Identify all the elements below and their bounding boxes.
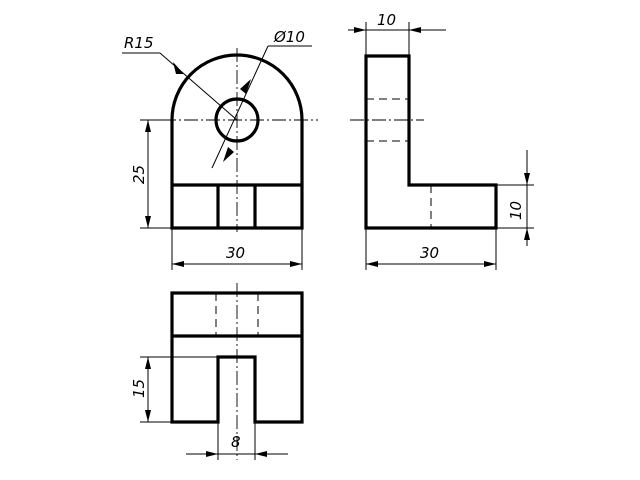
side-width-label: 30 bbox=[420, 244, 439, 262]
base-height-arrow-top bbox=[524, 173, 530, 185]
side-width-arrow-left bbox=[366, 261, 378, 267]
side-view-dimensions: 10 30 10 bbox=[348, 11, 534, 270]
thickness-label: 10 bbox=[377, 11, 396, 29]
slot-depth-arrow-top bbox=[145, 357, 151, 369]
height-arrow-bottom bbox=[145, 216, 151, 228]
front-view-dimensions: R15 Ø10 25 30 bbox=[122, 28, 312, 270]
thickness-arrow-left bbox=[354, 27, 366, 33]
diameter-leader-arrow-bottom bbox=[223, 147, 234, 162]
top-view-dimensions: 15 8 bbox=[130, 356, 288, 460]
slot-depth-arrow-bottom bbox=[145, 410, 151, 422]
radius-leader-arrow bbox=[173, 62, 184, 74]
width-arrow-right bbox=[290, 261, 302, 267]
slot-width-arrow-left bbox=[206, 451, 218, 457]
slot-width-label: 8 bbox=[231, 433, 241, 451]
height-label: 25 bbox=[130, 165, 148, 184]
side-width-arrow-right bbox=[484, 261, 496, 267]
diameter-label: Ø10 bbox=[273, 28, 305, 46]
width-label: 30 bbox=[226, 244, 245, 262]
radius-label: R15 bbox=[124, 34, 154, 52]
base-height-label: 10 bbox=[507, 201, 525, 220]
thickness-arrow-right bbox=[409, 27, 421, 33]
slot-width-arrow-right bbox=[255, 451, 267, 457]
slot-depth-label: 15 bbox=[130, 379, 148, 398]
front-view bbox=[162, 48, 318, 232]
radius-leader-diagonal bbox=[159, 52, 238, 121]
base-height-arrow-bottom bbox=[524, 228, 530, 240]
side-view bbox=[350, 54, 498, 230]
diameter-leader-diagonal bbox=[211, 45, 269, 169]
diameter-leader-arrow-top bbox=[240, 79, 251, 94]
height-arrow-top bbox=[145, 120, 151, 132]
front-view-outline bbox=[170, 53, 304, 230]
width-arrow-left bbox=[172, 261, 184, 267]
top-view bbox=[170, 283, 304, 460]
